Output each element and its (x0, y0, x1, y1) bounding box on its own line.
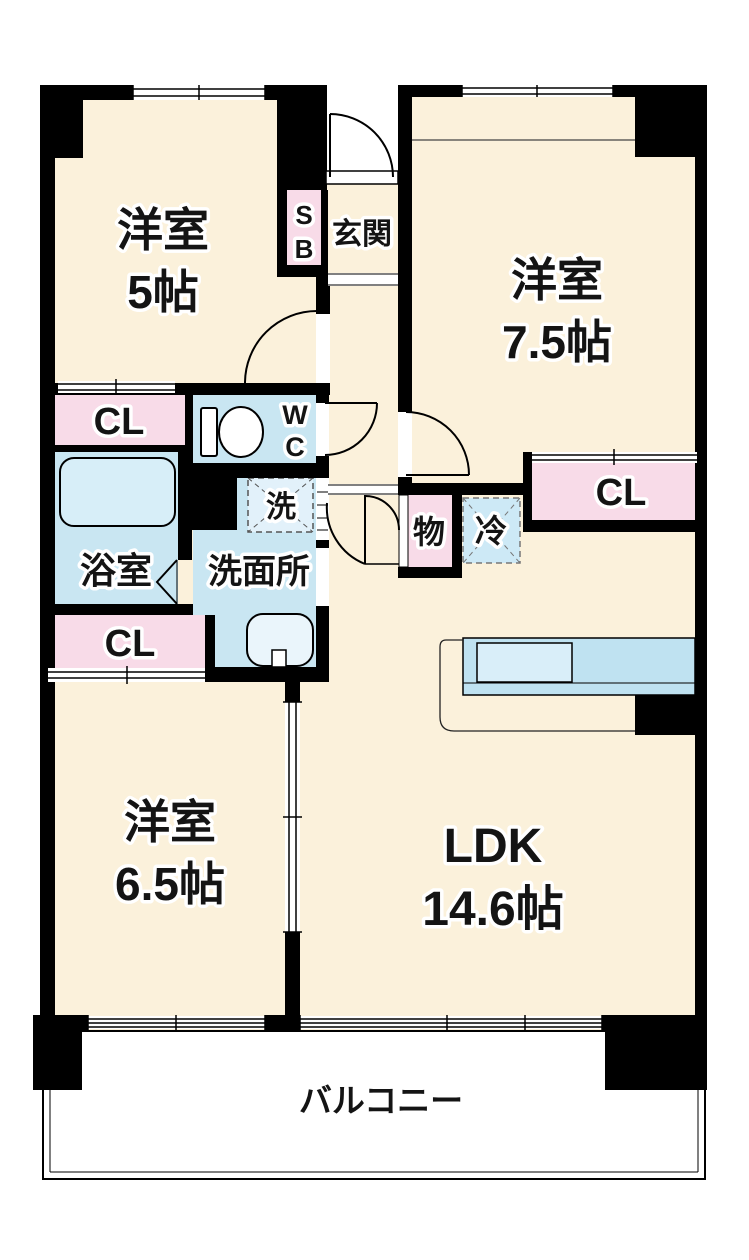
label-wc-1: W (282, 400, 308, 430)
entrance-porch (327, 85, 400, 173)
kitchen-zone-line (439, 639, 635, 732)
pillar-bottom-left (33, 1015, 82, 1090)
label-bedroom75-name: 洋室 (511, 254, 603, 306)
label-ldk-size: 14.6帖 (422, 883, 563, 936)
label-entrance: 玄関 (332, 217, 392, 251)
label-shoebox-1: S (295, 200, 312, 230)
label-refrigerator: 冷 (475, 513, 507, 549)
sliding-closet-bottom (48, 666, 205, 684)
sliding-partition-ldk (283, 701, 302, 933)
label-bedroom65-name: 洋室 (124, 796, 216, 848)
doorway-storage (398, 494, 409, 568)
entrance-door-swing (329, 113, 394, 178)
wc-door-swing (324, 402, 378, 456)
toilet-tank (200, 407, 218, 457)
pillar-kitchen (635, 695, 707, 735)
label-closet-right: CL (596, 472, 647, 514)
closet-right-floor (532, 463, 697, 520)
balcony-area (33, 1015, 707, 1180)
doorway-bedroom5 (316, 314, 330, 383)
sliding-closet-top (58, 379, 175, 395)
label-bedroom5-name: 洋室 (117, 204, 209, 256)
kitchen-sink (476, 642, 573, 683)
shoe-box-floor (287, 190, 321, 268)
washer-space (247, 477, 314, 533)
vestibule-door-swings (325, 495, 400, 565)
label-bathroom: 浴室 (80, 550, 152, 591)
doorway-bedroom75 (398, 412, 412, 477)
label-bedroom5-size: 5帖 (127, 266, 199, 318)
label-bedroom75-size: 7.5帖 (502, 316, 612, 368)
doorway-wc (316, 403, 329, 456)
label-storage: 物 (413, 514, 445, 550)
label-closet-top: CL (94, 401, 145, 443)
bedroom5-door-swing (244, 310, 318, 384)
window-bedroom5 (132, 85, 266, 100)
balcony-outline (42, 1030, 706, 1180)
closet-bottom-floor (55, 615, 205, 668)
entrance-door-slab (325, 170, 399, 185)
pillar-bottom-right (605, 1015, 707, 1090)
pillar-entrance (277, 85, 327, 190)
labels: 洋室 5帖 洋室 7.5帖 洋室 6.5帖 LDK 14.6帖 玄関 S B W… (76, 197, 649, 1123)
door-swings (155, 113, 470, 605)
window-ldk-south (299, 1015, 603, 1030)
west-wall (40, 85, 55, 1030)
fixtures (59, 139, 696, 732)
label-wc-2: C (285, 432, 305, 462)
storage-floor (408, 495, 452, 567)
washbasin-faucet (271, 649, 287, 668)
bedroom75-door-swing (405, 411, 470, 476)
entrance-step (328, 273, 398, 286)
openings (48, 85, 697, 1030)
closet-top-floor (55, 395, 185, 445)
east-wall (695, 85, 707, 1030)
label-washer: 洗 (266, 491, 296, 524)
doorway-washroom (316, 548, 329, 606)
label-closet-bottom: CL (105, 623, 156, 665)
label-shoebox-2: B (295, 234, 314, 264)
label-bedroom65-size: 6.5帖 (115, 858, 225, 910)
window-bedroom65-south (87, 1015, 266, 1030)
label-washroom: 洗面所 (208, 553, 310, 591)
sliding-closet-right (532, 449, 697, 465)
bathroom-folding-door (155, 559, 178, 605)
opening-vestibule (328, 484, 398, 495)
label-balcony: バルコニー (299, 1082, 463, 1119)
toilet-bowl (218, 406, 264, 458)
bathtub (59, 457, 176, 527)
label-ldk-name: LDK (444, 820, 543, 873)
refrigerator-space (462, 497, 521, 564)
window-bedroom75 (461, 85, 614, 97)
louver-strip-washer (316, 478, 329, 540)
